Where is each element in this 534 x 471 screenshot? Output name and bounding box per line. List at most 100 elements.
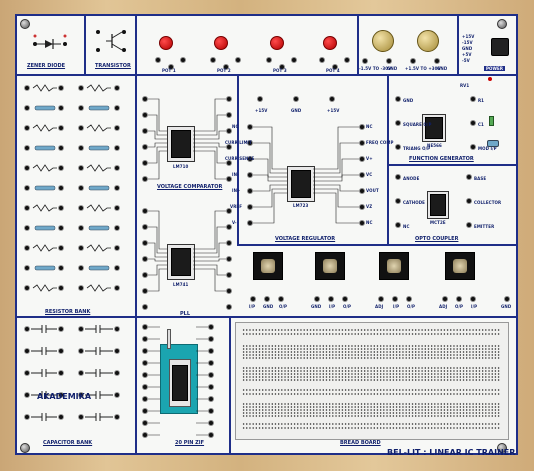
zif-lever[interactable] [167,329,171,349]
negative-supply-knob[interactable] [372,30,394,52]
regulator-ic-label: LM723 [293,203,309,208]
reg-pin-label: VREF [230,204,243,209]
reg-bottom-label: GND [263,304,274,309]
pot-4-jack[interactable] [319,57,325,63]
pot-1-jack[interactable] [180,57,186,63]
supply-jack[interactable] [410,58,416,64]
resistor-bank-label: RESISTOR BANK [45,309,91,315]
reg-top-jack[interactable] [293,96,299,102]
pot-3-knob[interactable] [270,36,284,50]
transistor-label: TRANSISTOR [95,63,131,69]
pot-3-jack[interactable] [291,57,297,63]
voltage-comparator-label: VOLTAGE COMPARATOR [157,184,223,190]
power-label-neg5: -5V [462,58,470,63]
fgen-pin-label: C1 [478,122,484,127]
divider [135,16,137,453]
fgen-jack[interactable] [395,96,401,102]
reg-top-label: +15V [255,108,268,113]
fgen-pin-label: MOD I/P [478,146,497,151]
pot-3-jack[interactable] [266,57,272,63]
regulator-module-2 [315,252,345,280]
zif-label: 20 PIN ZIF [175,440,205,446]
pos-supply-label: +1.5V TO +30V [405,66,441,71]
supply-jack[interactable] [386,58,392,64]
fgen-pin-label: SQUARE O/P [403,122,432,127]
opto-jack[interactable] [466,174,472,180]
fgen-jack[interactable] [395,120,401,126]
fgen-jack[interactable] [470,120,476,126]
opto-jack[interactable] [395,198,401,204]
gnd-label: GND [501,304,512,309]
pot-1-label: POT 1 [162,68,176,73]
pot-1-jack[interactable] [155,57,161,63]
positive-supply-knob[interactable] [417,30,439,52]
divider [17,74,516,76]
regulator-module-1 [253,252,283,280]
pot-1-knob[interactable] [159,36,173,50]
reg-pin-label: IN- [232,172,239,177]
screw-icon [20,443,30,453]
screw-icon [20,19,30,29]
pot-4-jack[interactable] [344,57,350,63]
fgen-jack[interactable] [470,96,476,102]
pot-2-jack[interactable] [223,64,229,70]
pot-3-jack[interactable] [279,64,285,70]
power-label: POWER [484,66,506,71]
fgen-jack[interactable] [470,144,476,150]
zener-diode-label: ZENER DIODE [27,63,66,69]
breadboard-label: BREAD BOARD [340,440,381,446]
pot-2-jack[interactable] [210,57,216,63]
reg-top-jack[interactable] [257,96,263,102]
pot-2-knob[interactable] [214,36,228,50]
fgen-pin-label: R1 [478,98,485,103]
reg-top-jack[interactable] [329,96,335,102]
transistor-symbol [92,24,130,60]
opto-jack[interactable] [466,198,472,204]
capacitor-bank [21,321,133,441]
fgen-pin-label: GND [403,98,414,103]
reg-pin-label: CURR SENSE [225,156,255,161]
power-label-neg15: -15V [462,40,473,45]
reg-bottom-label: O/P [343,304,352,309]
pot-3-label: POT 3 [273,68,287,73]
breadboard[interactable] [235,322,509,440]
power-label-5: +5V [462,52,472,57]
pot-4-knob[interactable] [323,36,337,50]
resistor-bank [21,80,133,308]
divider [135,316,516,318]
power-socket-icon[interactable] [491,38,509,56]
fgen-ic-label: NE566 [427,143,442,148]
opto-jack[interactable] [395,174,401,180]
reg-bottom-label: I/P [329,304,336,309]
pot-2-jack[interactable] [235,57,241,63]
comparator-ic-1-label: LM710 [173,164,189,169]
fgen-pin-label: TRIANG O/P [403,146,431,151]
reg-bottom-label: ADJ [375,304,384,309]
opto-pin-label: EMITTER [474,224,495,229]
fgen-jack[interactable] [395,144,401,150]
regulator-module-3 [379,252,409,280]
opto-jack[interactable] [466,222,472,228]
zif-socket[interactable] [160,344,198,414]
supply-jack[interactable] [362,58,368,64]
pot-4-jack[interactable] [332,64,338,70]
reg-pin-label: NC [366,124,373,129]
reg-bottom-label: O/P [407,304,416,309]
zener-diode-symbol [25,30,75,58]
fgen-pin-label: RV1 [460,83,470,88]
power-led-icon [488,77,492,81]
gnd-label: GND [437,66,448,71]
opto-jack[interactable] [395,222,401,228]
reg-pin-label: VC [366,172,373,177]
pot-2-label: POT 2 [217,68,231,73]
reg-bottom-label: O/P [455,304,464,309]
comparator-ic-2-label: LM741 [173,282,189,287]
comparator-jacks [139,91,234,311]
capacitor-icon [489,116,494,126]
supply-jack[interactable] [434,58,440,64]
pot-1-jack[interactable] [168,64,174,70]
function-generator-label: FUNCTION GENERATOR [409,156,474,162]
divider [457,16,459,74]
opto-pin-label: BASE [474,176,487,181]
voltage-regulator-label: VOLTAGE REGULATOR [275,236,336,242]
